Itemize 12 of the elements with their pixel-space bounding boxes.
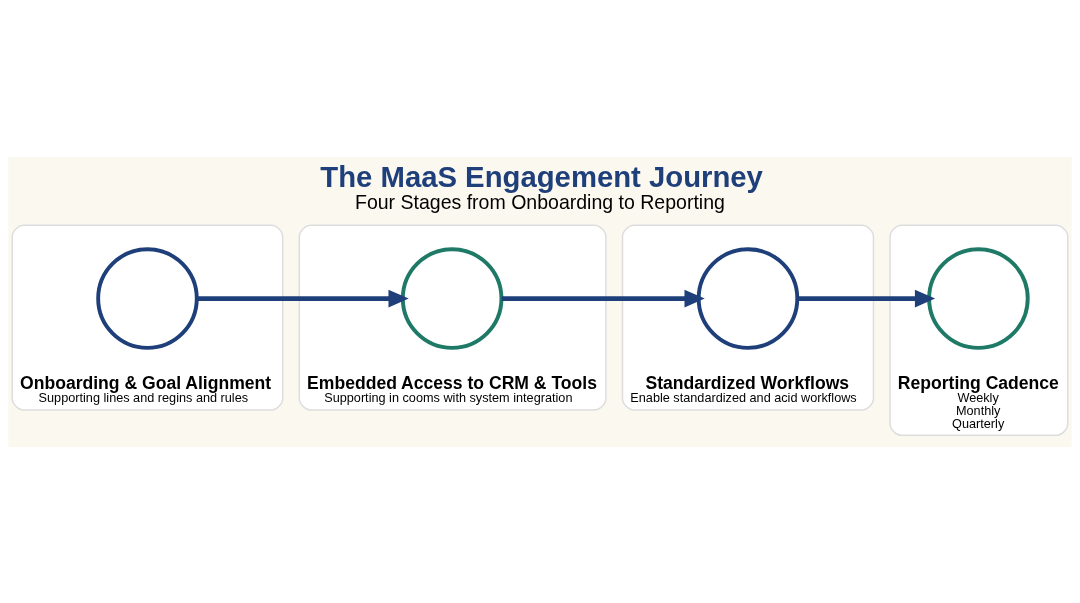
cluster: Embedded Access to CRM & Tools Supporting in cooms with system integration [298,224,607,411]
cluster: Standardized Workflows Enable standardized and acid workflows [621,224,875,411]
node-circle [400,246,504,350]
cluster: Onboarding & Goal Alignment Supporting lines and regins and rules [11,224,284,411]
node-circle [96,246,199,350]
diagram-title: The MaaS Engagement Journey [320,159,763,193]
cluster: Reporting Cadence Weekly Monthly Quarterly [889,224,1069,436]
node-circle [696,246,800,350]
node-circle [927,246,1030,350]
arrow [797,289,936,307]
arrow [197,289,409,307]
arrow [501,289,705,307]
